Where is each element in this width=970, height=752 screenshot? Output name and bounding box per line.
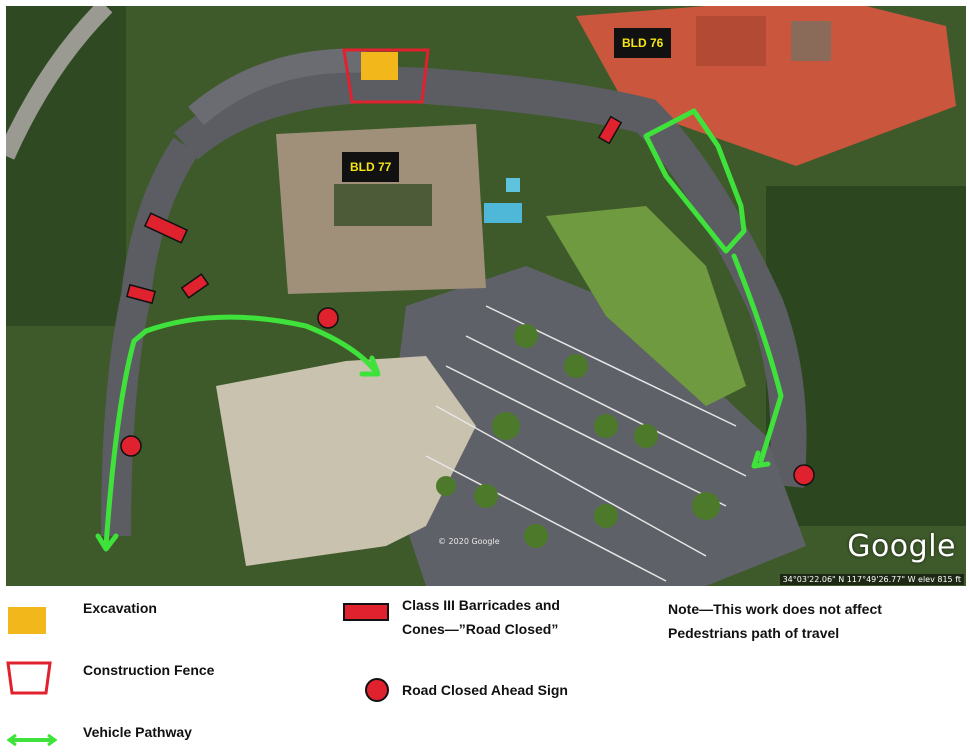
legend-fence-label: Construction Fence [83,662,215,678]
legend-excavation-label: Excavation [83,600,157,616]
barricade-east [597,115,623,145]
map-copyright: © 2020 Google [438,537,500,546]
bld76-tower [791,21,831,61]
construction-fence [342,48,430,104]
legend-barricades-line1: Class III Barricades and [402,597,560,613]
barricade-west-upper [143,212,189,244]
bld76-courtyard [696,16,766,66]
pathway-lot-arrowhead [359,355,381,377]
pathway-loop [643,108,747,254]
road-closed-sign-north [317,307,339,329]
bld77-courtyard [334,184,432,226]
vehicle-pathways [95,108,784,552]
coordinates-readout: 34°03'22.06" N 117°49'26.77" W elev 815 … [779,574,964,585]
legend-sign-label: Road Closed Ahead Sign [402,682,568,698]
barricade-swatch [343,603,389,621]
bld77-label: BLD 77 [342,152,400,182]
barricade-west-mid [180,273,210,299]
aerial-map: BLD 76 BLD 77 © 2020 Google Google 34°03… [6,6,966,586]
spa [506,178,520,192]
pathway-west-to-lot [143,314,379,375]
west-road [6,6,113,160]
legend-note-line2: Pedestrians path of travel [668,625,840,641]
legend-pathway-label: Vehicle Pathway [83,724,192,740]
barricades [125,115,623,305]
construction-fence-swatch [6,661,52,695]
excavation-swatch [8,607,46,634]
lot-trees [436,324,720,548]
pool [484,203,522,223]
road-closed-sign-east [793,464,815,486]
legend-note-line1: Note—This work does not affect [668,601,882,617]
legend-barricades-line2: Cones—”Road Closed” [402,621,559,637]
map-graphics [6,6,966,586]
road-closed-signs [120,307,815,486]
pathway-east-arrowhead [751,450,771,469]
barricade-west-lower [125,283,157,305]
bld76-label: BLD 76 [614,28,672,58]
dirt-lot [216,356,476,566]
vehicle-pathway-swatch [6,733,58,747]
upper-parking [188,48,367,126]
road-closed-sign-swatch [365,678,389,702]
pathway-west-south [103,328,149,549]
main-road [174,66,807,488]
west-loop-road [101,137,199,537]
google-logo: Google [847,529,956,564]
pathway-west-arrowhead [95,533,119,552]
pathway-east [731,253,784,464]
road-closed-sign-west [120,435,142,457]
lawn [546,206,746,406]
excavation-area [361,52,398,80]
